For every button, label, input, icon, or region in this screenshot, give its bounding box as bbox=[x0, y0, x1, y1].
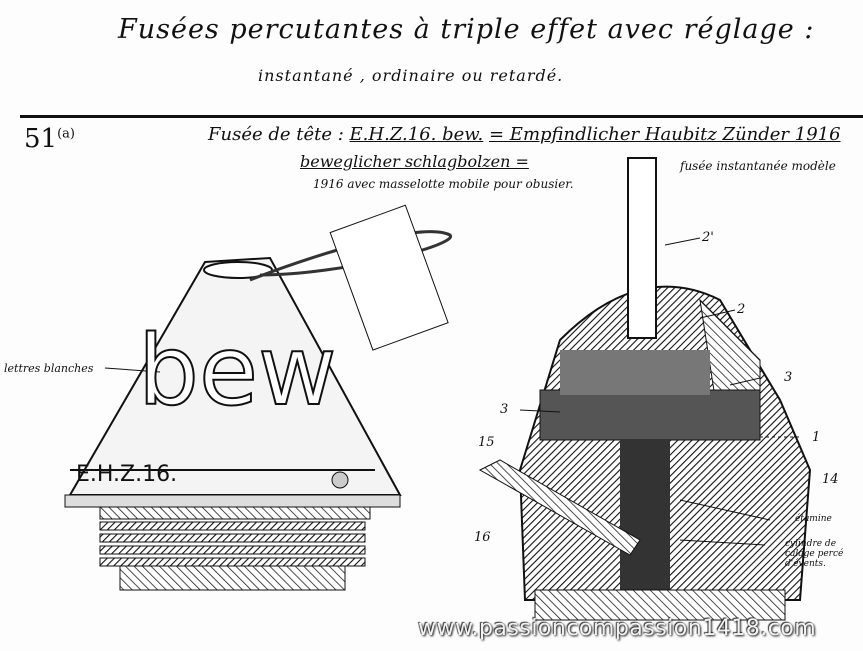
bew-marking: bew bbox=[137, 314, 338, 428]
plate-suffix: (a) bbox=[57, 126, 75, 142]
title-line-2: instantané , ordinaire ou retardé. bbox=[258, 66, 564, 85]
heading-line-1: Fusée de tête : E.H.Z.16. bew. = Empfind… bbox=[208, 124, 841, 145]
callout-15: 15 bbox=[478, 435, 495, 450]
watermark: www.passioncompassion1418.com bbox=[418, 616, 817, 641]
heading-prefix: Fusée de tête : bbox=[208, 124, 344, 145]
label-cylinder-line-1: cylindre de bbox=[785, 539, 837, 549]
callout-14: 14 bbox=[822, 472, 839, 487]
heading-right: fusée instantanée modèle bbox=[680, 159, 836, 173]
label-cylinder-line-2: calage percé bbox=[785, 549, 844, 559]
fuze-exterior-view bbox=[64, 204, 452, 591]
heading-line-2: beweglicher schlagbolzen = bbox=[300, 152, 529, 171]
fuze-cross-section bbox=[478, 157, 812, 621]
callout-16: 16 bbox=[474, 530, 491, 545]
label-cylinder-line-3: d'évents. bbox=[785, 559, 826, 569]
heading-line-3: 1916 avec masselotte mobile pour obusier… bbox=[313, 177, 574, 191]
label-etamine: étamine bbox=[795, 514, 832, 524]
callout-2: 2 bbox=[737, 302, 746, 317]
plate-number: 51(a) bbox=[24, 124, 75, 154]
fuze-code: E.H.Z.16. bew. bbox=[349, 124, 484, 145]
title-line-1: Fusées percutantes à triple effet avec r… bbox=[118, 14, 815, 45]
divider bbox=[20, 115, 863, 118]
callout-2-prime: 2' bbox=[702, 230, 714, 245]
plate-number-value: 51 bbox=[24, 124, 58, 154]
label-white-letters: lettres blanches bbox=[4, 362, 94, 375]
heading-german: = Empfindlicher Haubitz Zünder 1916 bbox=[489, 124, 841, 145]
callout-3-left: 3 bbox=[500, 402, 509, 417]
callout-1: 1 bbox=[812, 430, 821, 445]
ehz16-marking: E.H.Z.16. bbox=[76, 462, 178, 487]
label-cylinder: cylindre de calage percé d'évents. bbox=[785, 539, 843, 569]
callout-3-right: 3 bbox=[784, 370, 793, 385]
